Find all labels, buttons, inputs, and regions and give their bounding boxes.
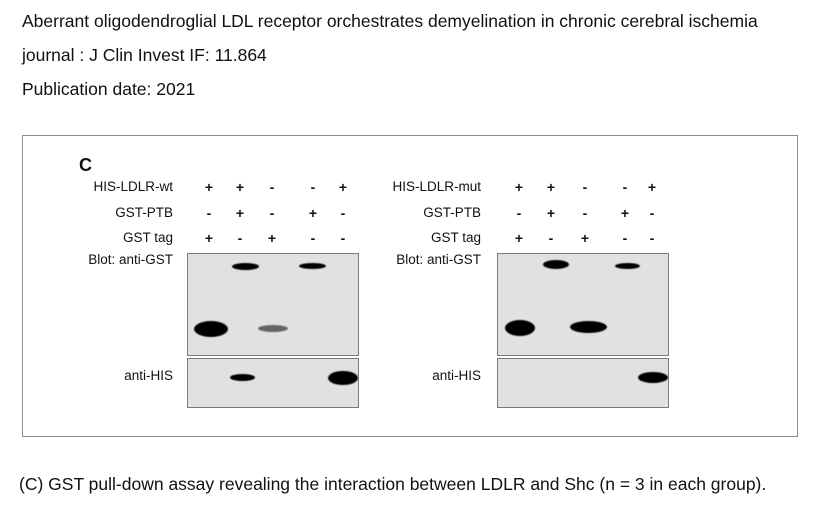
left-his-label: anti-HIS bbox=[124, 368, 173, 383]
left-r1-lane4: - bbox=[310, 179, 316, 195]
left-r2-lane2: + bbox=[235, 205, 245, 221]
band bbox=[505, 320, 535, 336]
right-r3-lane4: - bbox=[622, 230, 628, 246]
right-r1-lane5: + bbox=[647, 179, 657, 195]
left-r2-lane5: - bbox=[340, 205, 346, 221]
right-r1-lane2: + bbox=[546, 179, 556, 195]
right-r3-lane3: + bbox=[580, 230, 590, 246]
band bbox=[638, 372, 668, 383]
left-r1-lane2: + bbox=[235, 179, 245, 195]
band bbox=[543, 260, 569, 269]
journal-info: journal : J Clin Invest IF: 11.864 bbox=[22, 45, 267, 65]
right-r2-lane3: - bbox=[582, 205, 588, 221]
right-row-label-ldlr: HIS-LDLR-mut bbox=[392, 179, 481, 194]
left-r3-lane1: + bbox=[204, 230, 214, 246]
band bbox=[299, 263, 326, 269]
left-gst-blot bbox=[187, 253, 359, 356]
left-r3-lane2: - bbox=[237, 230, 243, 246]
left-r1-lane1: + bbox=[204, 179, 214, 195]
left-blot-label: Blot: anti-GST bbox=[88, 252, 173, 267]
band bbox=[328, 371, 358, 385]
right-row-label-gst-tag: GST tag bbox=[430, 230, 481, 245]
band bbox=[258, 325, 288, 332]
left-row-label-ldlr: HIS-LDLR-wt bbox=[93, 179, 173, 194]
right-gst-blot bbox=[497, 253, 669, 356]
right-r3-lane5: - bbox=[649, 230, 655, 246]
left-his-blot bbox=[187, 358, 359, 408]
right-r1-lane1: + bbox=[514, 179, 524, 195]
publication-date: Publication date: 2021 bbox=[22, 79, 196, 99]
left-r1-lane5: + bbox=[338, 179, 348, 195]
left-r1-lane3: - bbox=[269, 179, 275, 195]
band bbox=[615, 263, 640, 269]
left-r2-lane4: + bbox=[308, 205, 318, 221]
right-his-blot bbox=[497, 358, 669, 408]
left-row-label-gst-tag: GST tag bbox=[122, 230, 173, 245]
left-r2-lane1: - bbox=[206, 205, 212, 221]
right-r2-lane5: - bbox=[649, 205, 655, 221]
right-r3-lane2: - bbox=[548, 230, 554, 246]
right-r3-lane1: + bbox=[514, 230, 524, 246]
right-r2-lane1: - bbox=[516, 205, 522, 221]
article-title: Aberrant oligodendroglial LDL receptor o… bbox=[22, 11, 758, 31]
left-r3-lane3: + bbox=[267, 230, 277, 246]
left-r3-lane4: - bbox=[310, 230, 316, 246]
left-r3-lane5: - bbox=[340, 230, 346, 246]
left-r2-lane3: - bbox=[269, 205, 275, 221]
right-r1-lane4: - bbox=[622, 179, 628, 195]
right-r1-lane3: - bbox=[582, 179, 588, 195]
western-blot-figure: C HIS-LDLR-wt GST-PTB GST tag Blot: anti… bbox=[22, 135, 798, 437]
band bbox=[570, 321, 607, 333]
right-blot-label: Blot: anti-GST bbox=[396, 252, 481, 267]
panel-letter: C bbox=[79, 155, 92, 175]
left-row-label-gst-ptb: GST-PTB bbox=[115, 205, 173, 220]
band bbox=[194, 321, 228, 337]
band bbox=[232, 263, 259, 270]
right-his-label: anti-HIS bbox=[432, 368, 481, 383]
right-r2-lane4: + bbox=[620, 205, 630, 221]
figure-caption: (C) GST pull-down assay revealing the in… bbox=[19, 474, 767, 494]
right-r2-lane2: + bbox=[546, 205, 556, 221]
band bbox=[230, 374, 255, 381]
right-row-label-gst-ptb: GST-PTB bbox=[423, 205, 481, 220]
